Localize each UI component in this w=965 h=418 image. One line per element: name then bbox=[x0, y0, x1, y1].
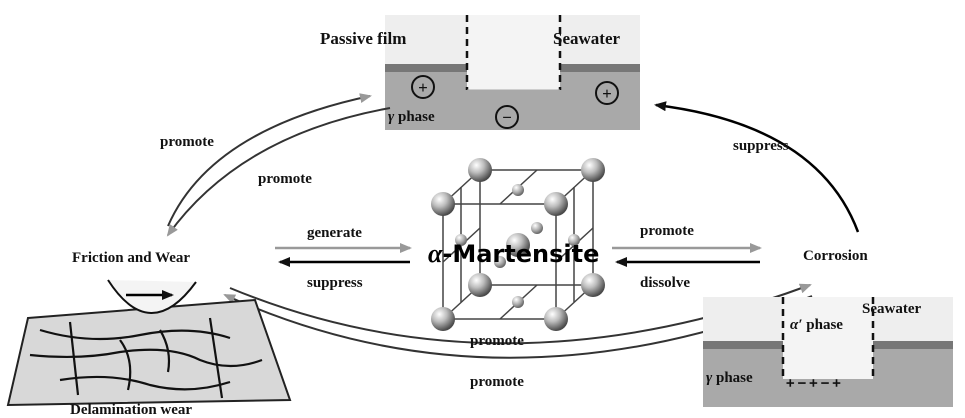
plus-charge-icon bbox=[595, 81, 619, 105]
promote-label-outer: promote bbox=[160, 134, 214, 150]
corrosion-panel: Seawater α′ phase γ phase +−+−+ bbox=[703, 297, 953, 407]
interstitial-atoms bbox=[455, 184, 580, 308]
small-atom-icon bbox=[512, 296, 524, 308]
corrosion-gamma-phase-label: γ phase bbox=[706, 370, 753, 386]
lattice-corrosion-arrows: promote dissolve bbox=[612, 223, 762, 291]
large-atom-icon bbox=[544, 307, 568, 331]
small-atom-icon bbox=[568, 234, 580, 246]
large-atom-icon bbox=[581, 158, 605, 182]
promote-arrow-lower bbox=[166, 107, 391, 237]
alpha-prime-phase-label: α′ phase bbox=[790, 317, 843, 333]
delamination-cracks bbox=[29, 317, 263, 399]
large-atom-icon bbox=[431, 307, 455, 331]
body-center-atom-icon bbox=[506, 233, 530, 257]
interface-charges: +−+−+ bbox=[786, 376, 844, 392]
martensite-title: α-Martensite bbox=[428, 239, 599, 268]
large-atom-icon bbox=[468, 273, 492, 297]
film-breach-pit bbox=[467, 15, 560, 90]
plus-charge-sign: + bbox=[602, 84, 612, 103]
small-atom-icon bbox=[455, 234, 467, 246]
passive-film-layer-left bbox=[385, 64, 467, 72]
delamination-wear-label: Delamination wear bbox=[70, 402, 192, 418]
gamma-phase-label: γ phase bbox=[388, 109, 435, 125]
dissolve-label: dissolve bbox=[640, 275, 690, 291]
large-atom-icon bbox=[581, 273, 605, 297]
suppress-label-top: suppress bbox=[733, 138, 789, 154]
corner-atoms bbox=[431, 158, 605, 331]
large-atom-icon bbox=[468, 158, 492, 182]
suppress-arrow bbox=[654, 101, 860, 233]
promote-arrow-upper bbox=[167, 93, 372, 227]
martensite-lattice: α-Martensite bbox=[428, 158, 605, 331]
minus-charge-sign: − bbox=[502, 108, 512, 127]
friction-and-wear-label: Friction and Wear bbox=[72, 250, 190, 266]
small-atom-icon bbox=[494, 256, 506, 268]
small-atom-icon bbox=[512, 184, 524, 196]
promote-label-inner: promote bbox=[258, 171, 312, 187]
worn-surface bbox=[6, 298, 292, 407]
generate-label: generate bbox=[307, 225, 362, 241]
large-atom-icon bbox=[544, 192, 568, 216]
film-layer-right bbox=[873, 341, 953, 349]
passive-film-layer-right bbox=[560, 64, 640, 72]
seawater-label-bottom: Seawater bbox=[862, 301, 921, 317]
promote-label-right: promote bbox=[640, 223, 694, 239]
promote-label-bottom-outer: promote bbox=[470, 374, 524, 390]
promote-arcs-top-left: promote promote bbox=[160, 93, 391, 237]
indenter-ball bbox=[107, 279, 197, 314]
seawater-label-top: Seawater bbox=[553, 29, 620, 48]
friction-lattice-arrows: generate suppress bbox=[275, 225, 412, 291]
suppress-label-left: suppress bbox=[307, 275, 363, 291]
film-layer-left bbox=[703, 341, 783, 349]
suppress-arc-top-right: suppress bbox=[654, 101, 860, 233]
alpha-phase-pit bbox=[783, 297, 873, 379]
plus-charge-icon bbox=[411, 75, 435, 99]
promote-label-bottom-inner: promote bbox=[470, 333, 524, 349]
delamination-wear-illustration: Delamination wear bbox=[6, 279, 292, 418]
plus-charge-sign: + bbox=[418, 78, 428, 97]
corrosion-label: Corrosion bbox=[803, 248, 868, 264]
large-atom-icon bbox=[431, 192, 455, 216]
small-atom-icon bbox=[531, 222, 543, 234]
minus-charge-icon bbox=[495, 105, 519, 129]
passive-film-panel: Passive film Seawater + + − γ phase bbox=[320, 15, 640, 130]
passive-film-label: Passive film bbox=[320, 29, 406, 48]
